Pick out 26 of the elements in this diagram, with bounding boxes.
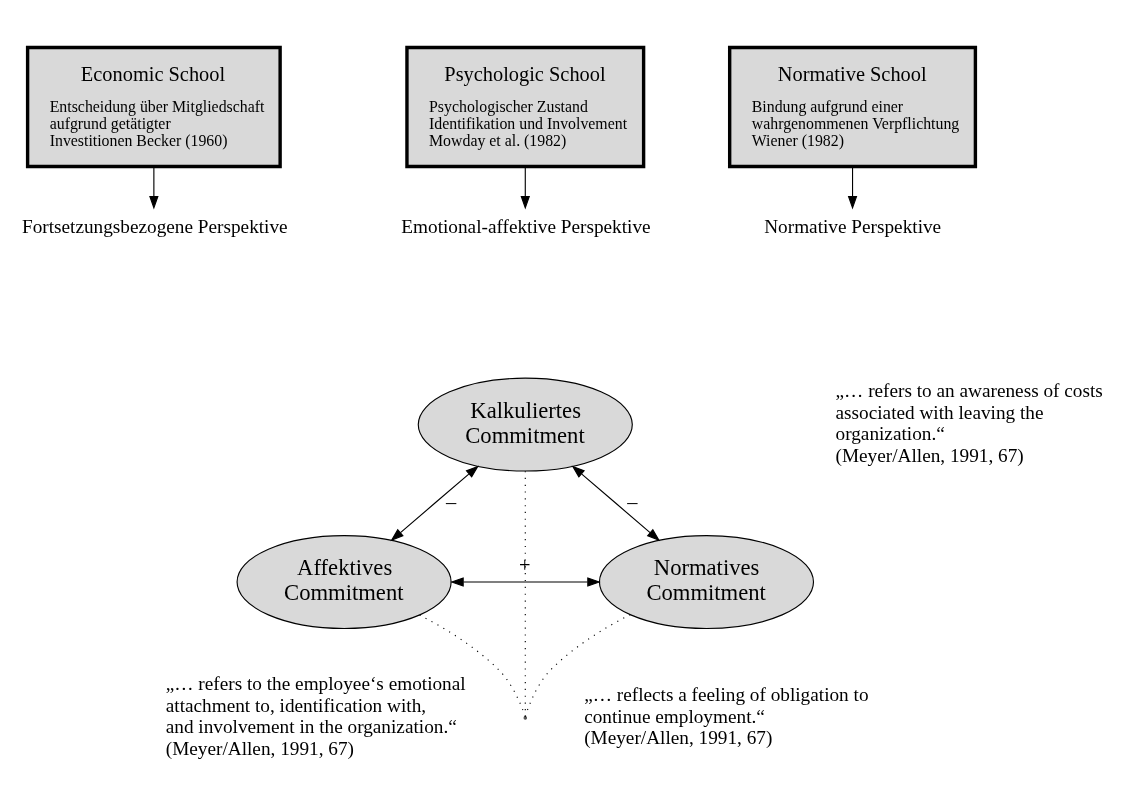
node-text: Fortsetzungsbezogene Perspektive <box>21 215 288 237</box>
node-label: (Meyer/Allen, 1991, 67) <box>165 737 354 759</box>
arrow <box>390 464 479 541</box>
node-ellipse: Normatives Commitment <box>598 534 815 629</box>
node-text: Emotional-affektive Perspektive <box>401 215 651 237</box>
connector <box>419 613 526 717</box>
edge-label: + <box>519 553 531 576</box>
edge-label: – <box>627 490 638 513</box>
node-ellipse: Affektives Commitment <box>236 534 452 629</box>
node-ellipse: Kalkuliertes Commitment <box>417 377 633 472</box>
node-box: Psychologic School Psychologischer Zustand Identifikation und Involvement Mowday et al. (1982) <box>405 45 646 168</box>
node-label: (Meyer/Allen, 1991, 67) <box>584 726 773 748</box>
edge-label: – <box>446 490 457 513</box>
node-text: Normative Perspektive <box>764 215 942 237</box>
node-point <box>523 715 528 720</box>
node-box: Economic School Entscheidung über Mitgliedschaft aufgrund getätigter Investitionen Becker (1960) <box>25 45 282 168</box>
node-label: „… refers to the employee‘s emotional attachment to, identification with, and involvement in the organization.“ <box>165 672 466 737</box>
node-label: „… refers to an awareness of costs associated with leaving the organization.“ <box>835 379 1103 444</box>
arrow <box>571 464 661 541</box>
node-label: (Meyer/Allen, 1991, 67) <box>835 444 1024 466</box>
arrow <box>847 165 858 210</box>
node-label: „… reflects a feeling of obligation to continue employment.“ <box>584 683 869 727</box>
arrow <box>520 165 531 210</box>
arrow <box>149 165 159 210</box>
node-box: Normative School Bindung aufgrund einer wahrgenommenen Verpflichtung Wiener (1982) <box>727 45 978 168</box>
arrow <box>450 576 601 587</box>
